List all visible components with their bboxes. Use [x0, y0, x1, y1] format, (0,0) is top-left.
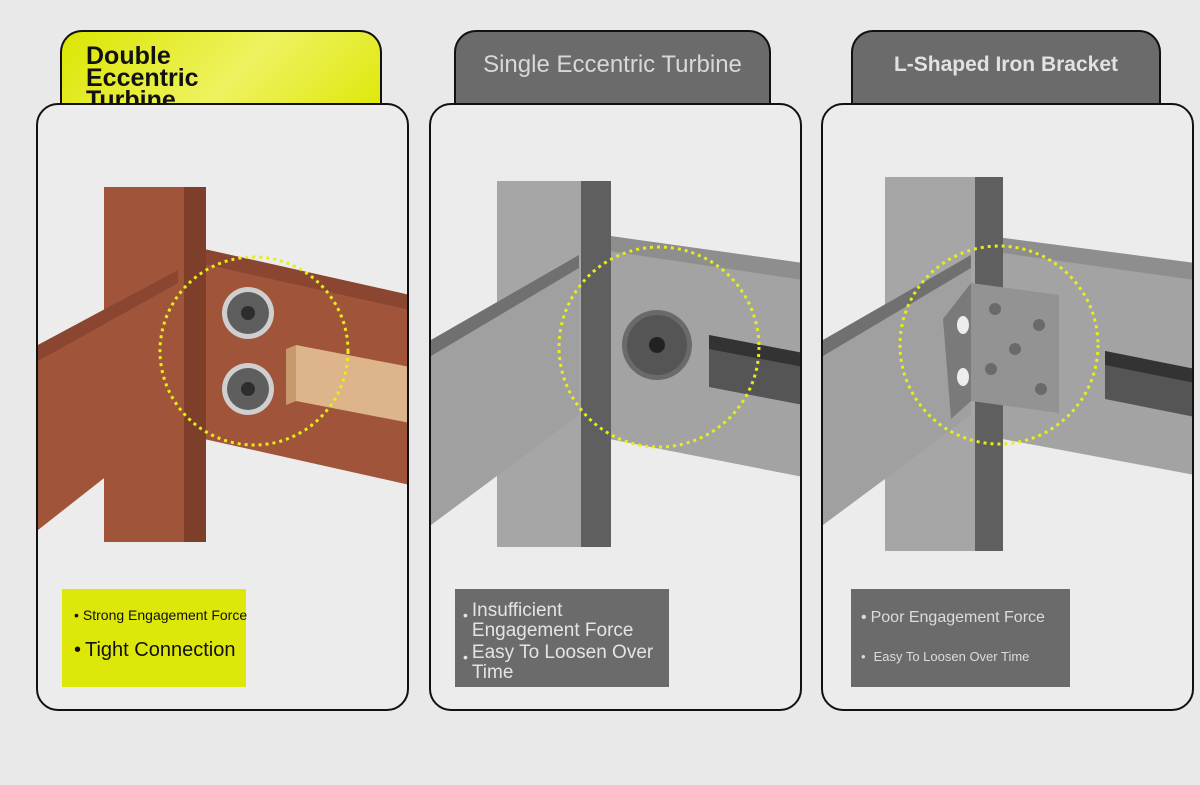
feature-text: Insufficient Engagement Force [471, 600, 634, 641]
bullet-dot-icon: • [74, 607, 79, 623]
bullet-dot-icon: • [861, 609, 867, 626]
eccentric-fitting-top [222, 287, 274, 339]
feature-text: Easy To Loosen Over Time [471, 642, 654, 683]
feature-box-l-bracket: • Poor Engagement Force • Easy To Loosen… [851, 589, 1070, 687]
feature-item: • Easy To Loosen Over Time [463, 643, 669, 683]
card-l-shaped-bracket: • Poor Engagement Force • Easy To Loosen… [821, 103, 1194, 711]
feature-text: Strong Engagement Force [82, 607, 248, 623]
tab-title-l-shaped-bracket: L-Shaped Iron Bracket [893, 53, 1119, 76]
tab-double-eccentric: Double Eccentric Turbine [60, 30, 382, 114]
feature-item: • Strong Engagement Force [74, 607, 248, 623]
feature-text: Easy To Loosen Over Time [873, 649, 1030, 664]
single-eccentric-illustration [431, 181, 800, 547]
feature-text: Poor Engagement Force [870, 609, 1045, 626]
eccentric-fitting [622, 310, 692, 380]
bullet-dot-icon: • [74, 639, 82, 661]
tab-single-eccentric: Single Eccentric Turbine [454, 30, 771, 108]
feature-item: • Poor Engagement Force [861, 609, 1070, 627]
feature-box-single-eccentric: • Insufficient Engagement Force • Easy T… [455, 589, 669, 687]
card-double-eccentric: • Strong Engagement Force • Tight Connec… [36, 103, 409, 711]
bullet-dot-icon: • [463, 607, 468, 623]
eccentric-fitting-bottom [222, 363, 274, 415]
l-bracket-illustration [823, 177, 1192, 551]
l-bracket [943, 283, 1059, 419]
feature-item: • Tight Connection [74, 639, 246, 662]
feature-box-double-eccentric: • Strong Engagement Force • Tight Connec… [62, 589, 248, 687]
feature-item: • Insufficient Engagement Force [463, 601, 669, 641]
bullet-dot-icon: • [463, 649, 468, 665]
tab-l-shaped-bracket: L-Shaped Iron Bracket [851, 30, 1161, 108]
tab-title-single-eccentric: Single Eccentric Turbine [483, 51, 742, 78]
wood-insert [296, 345, 407, 423]
feature-text: Tight Connection [85, 639, 236, 661]
highlight-circle [158, 255, 350, 447]
feature-item: • Easy To Loosen Over Time [861, 649, 1070, 664]
horizontal-beam [589, 233, 800, 477]
highlight-circle [898, 244, 1100, 446]
card-single-eccentric: • Insufficient Engagement Force • Easy T… [429, 103, 802, 711]
double-eccentric-illustration [38, 187, 407, 542]
highlight-circle [557, 245, 761, 449]
bullet-dot-icon: • [861, 649, 866, 664]
tab-title-double-eccentric: Double Eccentric Turbine [86, 42, 199, 114]
